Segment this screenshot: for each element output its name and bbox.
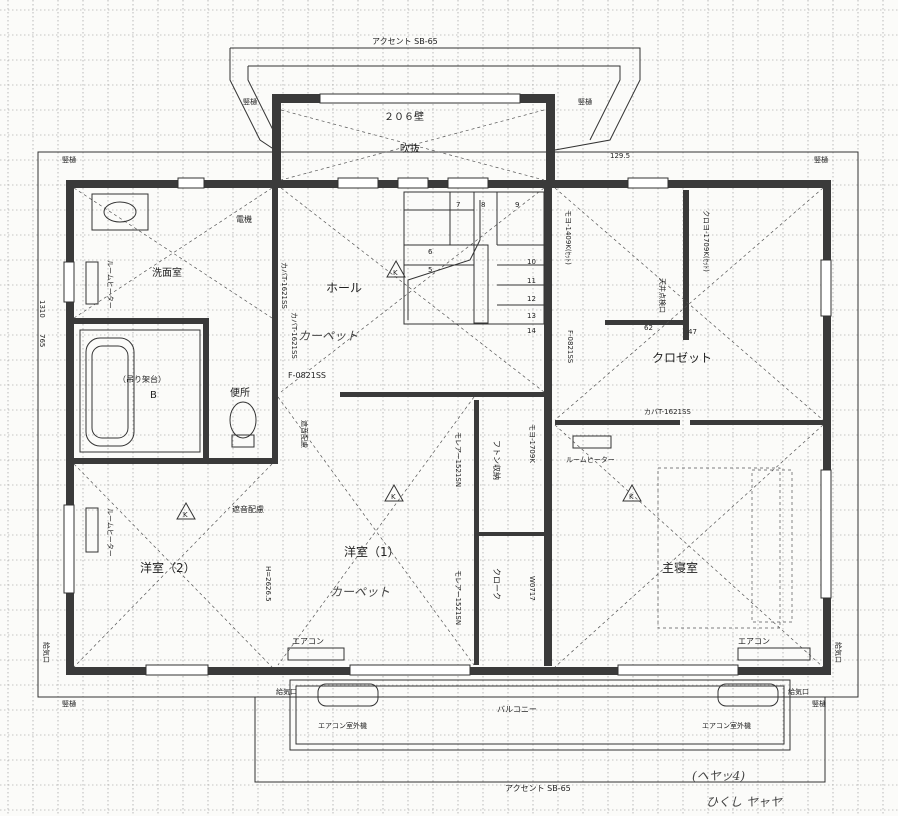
carpet-youshitsu1-note: カーペット bbox=[330, 585, 390, 599]
tatedoi-5: 竪樋 bbox=[62, 699, 76, 708]
bed-outline bbox=[657, 467, 793, 629]
mo-1709k-label: モヨ-1709K bbox=[528, 424, 536, 463]
interior-walls bbox=[74, 188, 823, 666]
staircase bbox=[403, 191, 545, 325]
stair-step-number: 13 bbox=[527, 312, 536, 320]
door-f0821ss-2: F-0821SS bbox=[566, 330, 574, 364]
moeru-2-label: モレアー1521SN bbox=[454, 570, 462, 625]
dim-1295: 129.5 bbox=[610, 152, 630, 160]
tenjo-kenten-label: 天井点検口 bbox=[658, 278, 667, 313]
svg-text:K: K bbox=[393, 269, 398, 277]
cloak-label: クローク bbox=[492, 568, 501, 600]
door-f0821ss: F-0821SS bbox=[288, 371, 326, 380]
soundproof-label-1: 遮音配慮 bbox=[232, 504, 264, 514]
dim-1310: 1310 bbox=[38, 300, 46, 318]
svg-text:K: K bbox=[391, 493, 396, 501]
aircon-unit-2 bbox=[737, 647, 811, 661]
stair-step-number: 11 bbox=[527, 277, 536, 285]
dim-62: 62 bbox=[644, 324, 653, 332]
svg-text:K: K bbox=[629, 493, 634, 501]
room-diagonals bbox=[73, 109, 824, 668]
stair-step-number: 8 bbox=[481, 201, 485, 209]
aircon-outdoor-label-2: エアコン室外機 bbox=[702, 721, 751, 730]
denki-label: 電機 bbox=[236, 214, 252, 224]
youshitsu-1-label: 洋室（1） bbox=[344, 544, 400, 559]
stair-step-number: 12 bbox=[527, 295, 536, 303]
balcony-label: バルコニー bbox=[497, 705, 537, 714]
stair-step-number: 7 bbox=[456, 201, 460, 209]
mo-1409k-label: モヨ-1409K(ｾｯﾄ) bbox=[564, 210, 572, 265]
stair-step-number: 9 bbox=[515, 201, 519, 209]
heater-box-1 bbox=[85, 261, 99, 305]
benjo-label: 便所 bbox=[230, 386, 250, 399]
tatedoi-4: 竪樋 bbox=[814, 155, 828, 164]
door-cover-2: カバT-1621SS bbox=[644, 408, 691, 416]
door-cover-1: カバT-1621SS bbox=[290, 312, 298, 359]
room-heater-label-2: ルームヒーター bbox=[106, 508, 115, 557]
kyuuki-label-2: 給気口 bbox=[788, 687, 809, 696]
k-marker: K bbox=[176, 501, 196, 520]
accent-label-bottom: アクセント SB-65 bbox=[505, 784, 571, 793]
aircon-outdoor-units bbox=[317, 683, 779, 707]
aircon-outdoor-label-1: エアコン室外機 bbox=[318, 721, 367, 730]
dim-765: 765 bbox=[38, 334, 46, 347]
handwritten-note-2: ひくし ヤャヤ bbox=[706, 795, 783, 809]
k-marker: K bbox=[622, 483, 642, 502]
kyuuki-label-3: 給気口 bbox=[42, 642, 51, 663]
windows bbox=[63, 93, 832, 676]
youshitsu-2-label: 洋室（2） bbox=[140, 560, 196, 575]
aircon-label-2: エアコン bbox=[738, 637, 770, 646]
futon-label: フトン収納 bbox=[492, 440, 502, 480]
washbasin bbox=[91, 193, 149, 231]
hall-label: ホール bbox=[326, 281, 362, 295]
k-marker: K bbox=[386, 259, 406, 278]
aircon-unit-1 bbox=[287, 647, 345, 661]
tatedoi-1: 竪樋 bbox=[243, 97, 257, 106]
tatedoi-6: 竪樋 bbox=[812, 699, 826, 708]
stair-numbers: 5 6 7 8 9 10 11 12 13 14 bbox=[428, 201, 536, 335]
heater-box-2 bbox=[85, 507, 99, 553]
bathtub bbox=[79, 329, 201, 453]
kyuuki-label-4: 給気口 bbox=[834, 642, 843, 663]
stair-step-number: 10 bbox=[527, 258, 536, 266]
accent-label-top: アクセント SB-65 bbox=[372, 37, 438, 46]
balcony bbox=[254, 679, 826, 783]
kyuuki-label-1: 給気口 bbox=[276, 687, 297, 696]
handwritten-note-1: (ヘヤッ4) bbox=[692, 769, 745, 783]
wall-206-label: ２０６壁 bbox=[384, 110, 424, 123]
bath-rack-label: （吊り架台） bbox=[118, 374, 166, 384]
stair-step-number: 14 bbox=[527, 327, 536, 335]
carpet-hall-note: カーペット bbox=[298, 329, 358, 343]
toilet bbox=[229, 401, 257, 448]
dim-47: 47 bbox=[688, 328, 697, 336]
soundproof-label-2: 遮音配慮 bbox=[300, 420, 309, 448]
room-heater-label-3: ルームヒーター bbox=[566, 455, 615, 464]
stair-step-number: 5 bbox=[428, 266, 432, 274]
stair-step-number: 6 bbox=[428, 248, 433, 256]
tatedoi-3: 竪樋 bbox=[62, 155, 76, 164]
shushin-label: 主寝室 bbox=[662, 560, 698, 575]
w0717-label: W0717 bbox=[528, 576, 536, 601]
svg-text:K: K bbox=[183, 511, 188, 519]
dim-2626: H=2626.5 bbox=[264, 566, 272, 602]
bath-b-label: B bbox=[150, 390, 157, 401]
senmenjo-label: 洗面室 bbox=[152, 266, 182, 279]
tatedoi-2: 竪樋 bbox=[578, 97, 592, 106]
fukinuke-label: 吹抜 bbox=[400, 142, 420, 155]
moeru-1-label: モレアー1521SN bbox=[454, 432, 462, 487]
heater-box-3 bbox=[572, 435, 612, 449]
room-heater-label-1: ルームヒーター bbox=[106, 260, 115, 309]
k-marker: K bbox=[384, 483, 404, 502]
closet-label: クロゼット bbox=[652, 351, 712, 365]
accent-band-top bbox=[229, 47, 641, 151]
door-cover-3: カバT-1621SS bbox=[280, 262, 288, 309]
aircon-label-1: エアコン bbox=[292, 637, 324, 646]
k-markers: K K K K bbox=[176, 259, 642, 520]
kuro-1709k-label: クロヨ-1709K(ｾｯﾄ) bbox=[702, 210, 710, 272]
